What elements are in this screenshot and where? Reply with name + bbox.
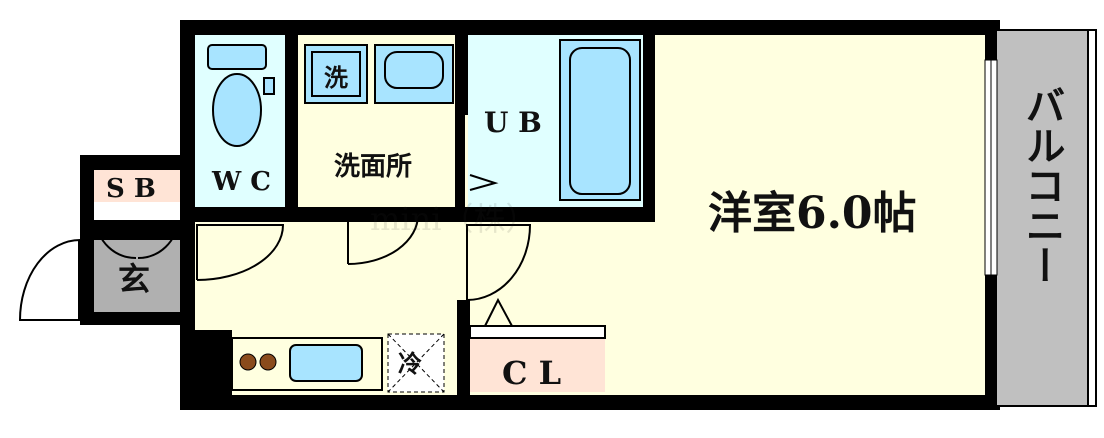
door-swing (466, 224, 532, 301)
bath-label: U B (484, 106, 542, 139)
bath-door (469, 174, 499, 191)
balcony-text: バルコニー (1019, 85, 1066, 285)
closet-rail (469, 325, 606, 339)
shoe-box-door (137, 219, 179, 260)
entrance-label: 玄 (118, 260, 150, 298)
corridor-floor (195, 222, 470, 330)
shoe-box-rail (94, 202, 180, 220)
stove-burner-icon (259, 353, 277, 371)
western-room-label: 洋室6.0帖 (708, 188, 917, 239)
closet (470, 338, 605, 392)
entrance-door-swing (18, 239, 81, 321)
toilet-icon (207, 44, 275, 147)
shoe-box-header (94, 170, 180, 202)
balcony (995, 29, 1089, 407)
washer-label: 洗 (324, 63, 348, 92)
kitchen-counter (231, 337, 383, 391)
wc-label: W C (211, 167, 271, 197)
sink-icon (289, 344, 363, 382)
shoe-box-door (95, 219, 137, 260)
closet-door (484, 297, 513, 327)
entrance-floor (94, 240, 180, 312)
washroom-label: 洗面所 (334, 152, 412, 182)
door-swing (196, 224, 285, 281)
watermark: mini（株） (370, 200, 537, 238)
closet-label: C L (502, 354, 561, 392)
fridge-icon (387, 333, 445, 393)
shoe-box-label: S B (106, 174, 156, 204)
balcony-rail (1087, 29, 1097, 407)
stove-burner-icon (239, 353, 257, 371)
fridge-label: 冷 (398, 349, 422, 378)
balcony-label: バルコニー (1019, 85, 1066, 285)
